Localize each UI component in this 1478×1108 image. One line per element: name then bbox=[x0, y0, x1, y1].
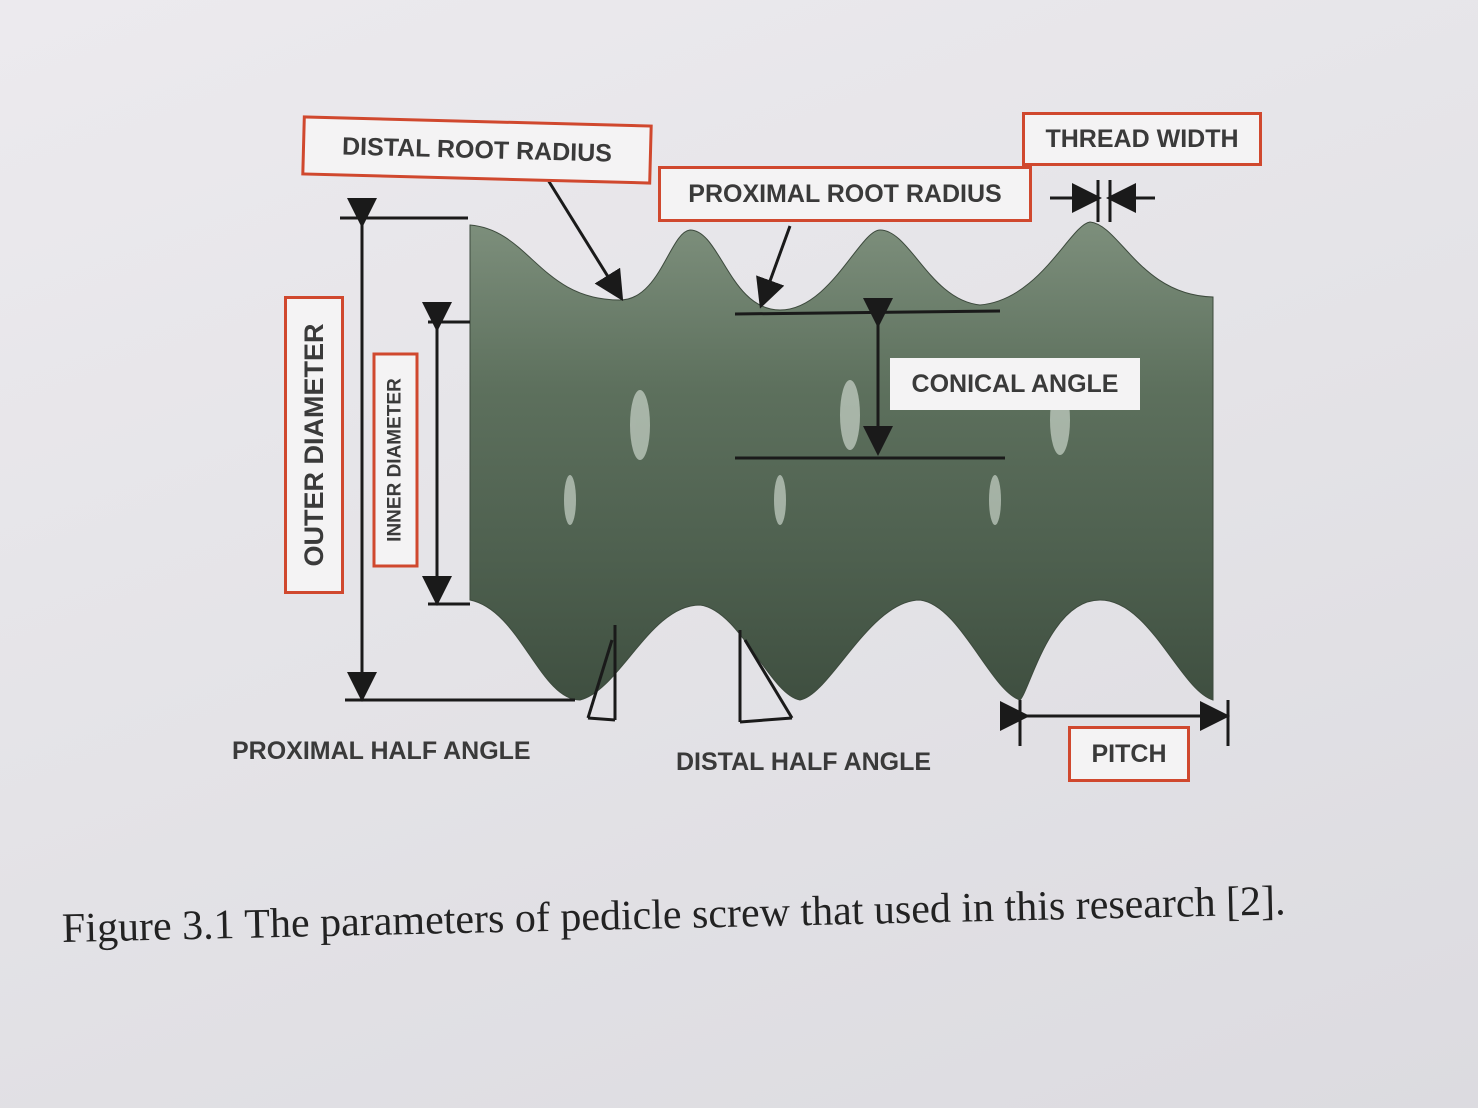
dimension-lines bbox=[340, 179, 1230, 746]
label-distal-half-angle: DISTAL HALF ANGLE bbox=[676, 748, 932, 776]
label-distal-root-radius: DISTAL ROOT RADIUS bbox=[301, 115, 653, 185]
label-proximal-half-angle: PROXIMAL HALF ANGLE bbox=[232, 737, 531, 765]
screw-highlights bbox=[564, 380, 1070, 525]
label-inner-diameter: INNER DIAMETER bbox=[372, 352, 419, 568]
label-thread-width: THREAD WIDTH bbox=[1022, 112, 1262, 166]
screw-body bbox=[469, 221, 1214, 701]
label-conical-angle: CONICAL ANGLE bbox=[890, 358, 1140, 410]
label-pitch: PITCH bbox=[1068, 726, 1190, 782]
label-outer-diameter: OUTER DIAMETER bbox=[284, 296, 344, 594]
label-proximal-root-radius: PROXIMAL ROOT RADIUS bbox=[658, 166, 1032, 222]
